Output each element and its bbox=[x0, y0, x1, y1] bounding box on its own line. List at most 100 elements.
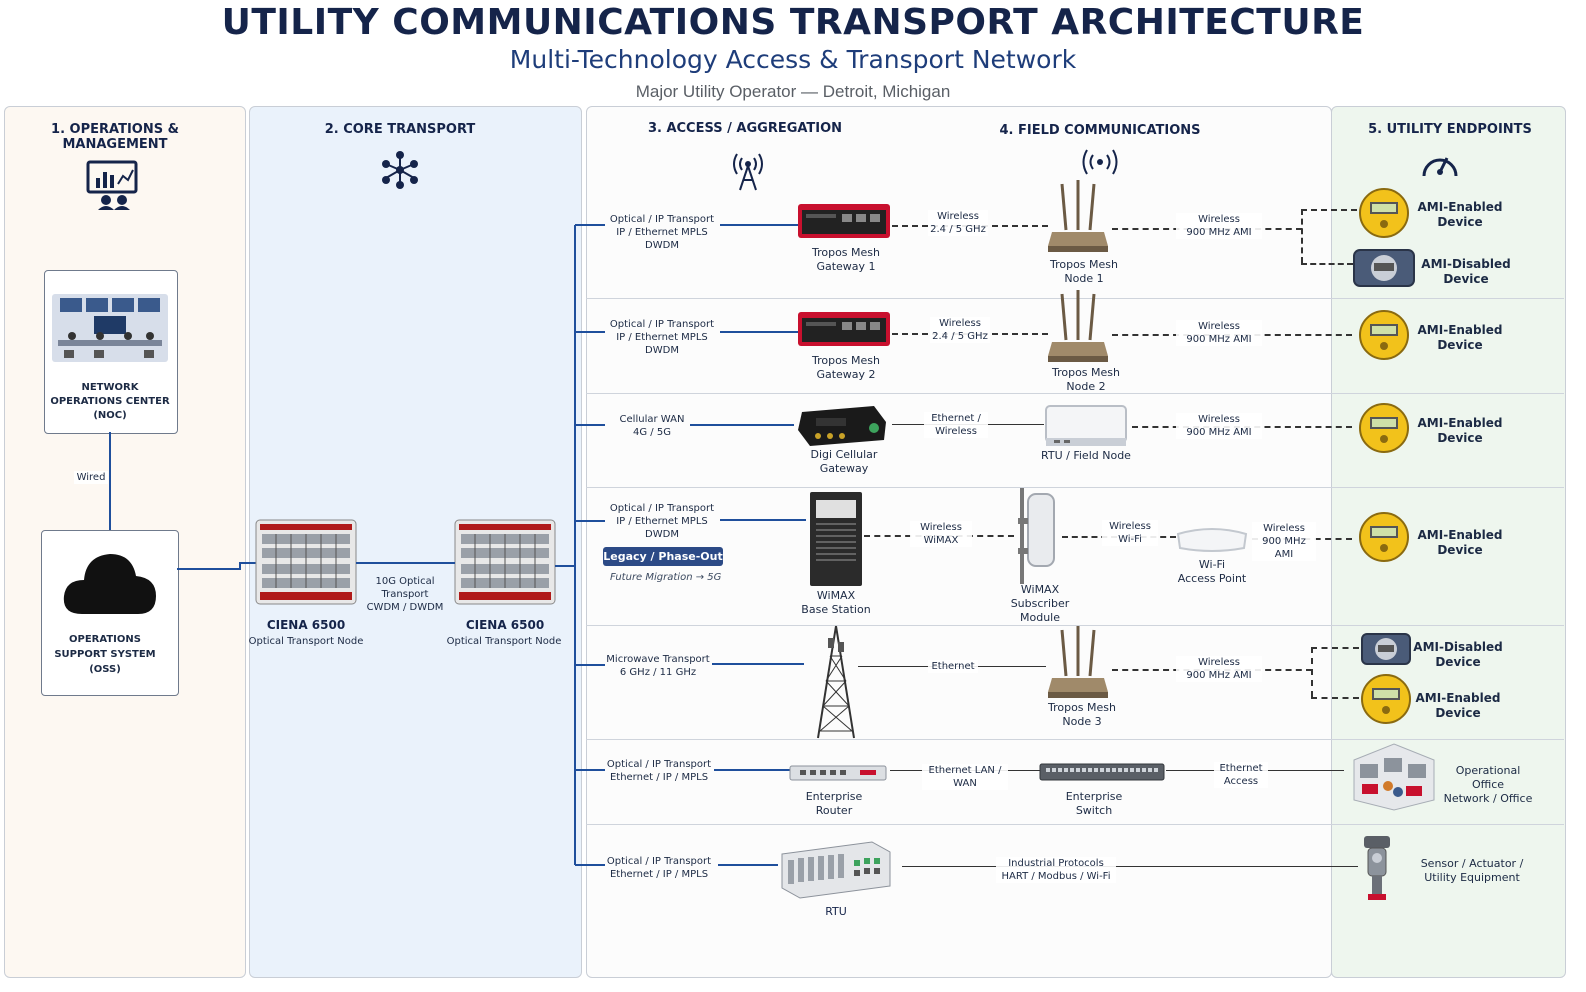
network-topology-icon bbox=[382, 151, 418, 189]
row7-ep1-label: Sensor / Actuator /Utility Equipment bbox=[1420, 857, 1524, 884]
page-title: UTILITY COMMUNICATIONS TRANSPORT ARCHITE… bbox=[221, 2, 1365, 43]
row-divider bbox=[586, 298, 1564, 299]
tropos-mesh-node-3[interactable] bbox=[1046, 626, 1110, 702]
row-divider bbox=[586, 393, 1564, 394]
section-heading-core: 2. CORE TRANSPORT bbox=[324, 122, 476, 137]
rtu-field-node[interactable] bbox=[1044, 404, 1128, 448]
row5-split bbox=[1311, 647, 1313, 697]
row7-branch bbox=[575, 864, 605, 866]
ciena-6500-node-2[interactable] bbox=[454, 519, 556, 605]
enterprise-router[interactable] bbox=[789, 764, 887, 782]
tropos-gateway-2[interactable] bbox=[798, 312, 890, 346]
noc-oss-link bbox=[109, 432, 111, 530]
row2-uplink-link bbox=[720, 331, 800, 333]
row1-branch bbox=[575, 224, 605, 226]
row1-ep1-link bbox=[1301, 209, 1357, 211]
oss-core-link-bend bbox=[239, 562, 241, 570]
row1-uplink-link bbox=[720, 224, 800, 226]
access-bus bbox=[574, 225, 576, 865]
row3-link2-label: Ethernet /Wireless bbox=[924, 412, 988, 438]
ciena-2-sub: Optical Transport Node bbox=[446, 636, 562, 647]
wimax-base-station[interactable] bbox=[808, 490, 864, 588]
row3-uplink-link bbox=[690, 424, 794, 426]
page-subtitle: Multi-Technology Access & Transport Netw… bbox=[509, 45, 1077, 74]
row6-uplink-link bbox=[714, 769, 790, 771]
section-heading-operations: 1. OPERATIONS & MANAGEMENT bbox=[51, 122, 179, 152]
enterprise-switch[interactable] bbox=[1039, 762, 1165, 782]
wifi-access-point[interactable] bbox=[1174, 524, 1250, 554]
tropos-gateway-1[interactable] bbox=[798, 204, 890, 238]
oss-core-link bbox=[177, 568, 241, 570]
row4-branch bbox=[575, 520, 605, 522]
row6-branch bbox=[575, 769, 605, 771]
tropos-mesh-node-1[interactable] bbox=[1046, 180, 1110, 256]
row5-ep1-link bbox=[1311, 647, 1359, 649]
microwave-tower[interactable] bbox=[808, 625, 864, 739]
row-divider bbox=[586, 625, 1564, 626]
ciena-1-name: CIENA 6500 bbox=[266, 618, 346, 632]
wired-link-label: Wired bbox=[74, 471, 108, 484]
ciena-1-sub: Optical Transport Node bbox=[248, 636, 364, 647]
row7-protocol-link bbox=[902, 866, 1358, 867]
row5-uplink-link bbox=[712, 663, 804, 665]
row6-link2-label: Ethernet LAN / WAN bbox=[922, 764, 1008, 790]
cloud-icon bbox=[63, 554, 156, 614]
gauge-icon bbox=[1422, 157, 1458, 177]
wimax-subscriber-module[interactable] bbox=[1012, 488, 1060, 584]
row-divider bbox=[586, 487, 1564, 488]
rtu-chassis[interactable] bbox=[778, 840, 892, 900]
row-divider bbox=[586, 824, 1564, 825]
row3-branch bbox=[575, 424, 605, 426]
row1-ep2-link bbox=[1301, 263, 1353, 265]
tropos-mesh-node-2[interactable] bbox=[1046, 290, 1110, 366]
monitoring-dashboard-icon bbox=[86, 160, 138, 210]
row5-ep2-link bbox=[1311, 697, 1359, 699]
legacy-phase-out-badge: Legacy / Phase-Out bbox=[603, 547, 723, 566]
page-location: Major Utility Operator — Detroit, Michig… bbox=[635, 82, 951, 101]
ami-disabled-meter-icon bbox=[1361, 633, 1411, 665]
oss-core-link bbox=[240, 562, 258, 564]
ami-enabled-meter-icon bbox=[1359, 188, 1409, 238]
ciena-2-name: CIENA 6500 bbox=[465, 618, 545, 632]
row7-uplink-link bbox=[718, 864, 778, 866]
section-heading-endpoints: 5. UTILITY ENDPOINTS bbox=[1368, 122, 1532, 137]
future-migration-note: Future Migration → 5G bbox=[610, 572, 722, 583]
ciena-6500-node-1[interactable] bbox=[255, 519, 357, 605]
ciena-interlink bbox=[356, 562, 455, 564]
row2-branch bbox=[575, 331, 605, 333]
antenna-tower-icon bbox=[733, 153, 763, 191]
digi-cellular-gateway[interactable] bbox=[796, 402, 888, 446]
row-divider bbox=[586, 739, 1564, 740]
